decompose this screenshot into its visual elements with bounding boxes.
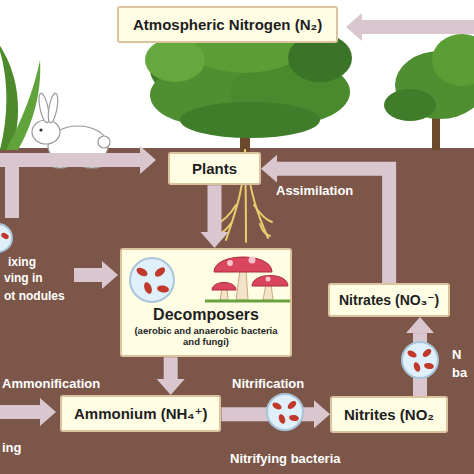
cycle-arrow [164, 357, 178, 379]
node-title: Nitrates (NO₃⁻) [339, 292, 439, 308]
bacteria-icon [0, 224, 12, 252]
process-box: Atmospheric Nitrogen (N₂) [117, 6, 338, 43]
bacteria-icon [402, 342, 438, 378]
mushrooms [205, 257, 290, 302]
node-title: Ammonium (NH₄⁺) [74, 405, 207, 422]
process-label: ing [2, 441, 22, 456]
cycle-arrow [221, 407, 314, 421]
arrow-head [40, 13, 362, 426]
node-title: Nitrites (NO₂ [344, 406, 434, 423]
cycle-arrow [208, 185, 222, 232]
node-subtitle: (aerobic and anaerobic bacteria and fung… [128, 326, 284, 348]
process-label: N [452, 348, 461, 363]
process-label: ot nodules [4, 290, 65, 304]
process-label: Nitrification [232, 377, 304, 392]
process-label: ba [452, 366, 467, 381]
cycle-arrow [413, 333, 427, 396]
process-box: Nitrites (NO₂ [330, 396, 448, 433]
cycle-arrow [0, 27, 474, 412]
process-label: ving in [4, 272, 43, 286]
process-label: Nitrifying bacteria [230, 452, 341, 467]
process-box: Plants [168, 152, 261, 185]
node-title: Plants [192, 160, 237, 177]
process-label: ixing [8, 256, 36, 270]
soil [0, 148, 474, 474]
node-title: Decomposers [128, 306, 284, 324]
node-title: Atmospheric Nitrogen (N₂) [133, 16, 322, 33]
bacteria-icon [267, 394, 303, 430]
process-label: Assimilation [276, 184, 353, 199]
bacteria-icon [130, 258, 174, 302]
process-box: Ammonium (NH₄⁺) [60, 395, 221, 432]
process-label: Ammonification [2, 377, 100, 392]
process-box: Decomposers (aerobic and anaerobic bacter… [120, 248, 292, 357]
tree [384, 34, 474, 150]
process-box: Nitrates (NO₃⁻) [328, 283, 450, 317]
